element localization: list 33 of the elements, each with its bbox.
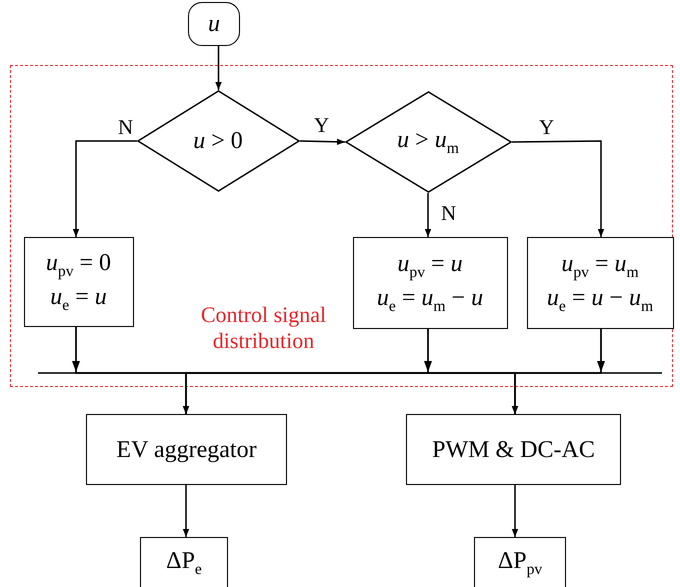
node-text: EV aggregator (116, 436, 257, 464)
arrow (512, 329, 602, 414)
process-box (526, 236, 674, 328)
arrow (72, 140, 137, 237)
node-text: ΔP$_{pv}$ (498, 547, 542, 580)
arrow (215, 46, 222, 90)
arrow (512, 140, 604, 237)
node-text: u$_{e}$ = u (50, 282, 107, 315)
process-box (352, 236, 508, 328)
node-text: u$_{e}$ = u − u$_{m}$ (546, 284, 654, 316)
dashed-region (10, 65, 673, 387)
process-box (86, 414, 287, 485)
process-box (24, 236, 134, 326)
process-box (474, 537, 566, 587)
node-text: u > u$_{m}$ (397, 126, 459, 158)
node-text: u (208, 10, 220, 39)
decision-diamond (344, 90, 512, 192)
decision-diamond (136, 90, 300, 192)
node-text: u$_{pv}$ = 0 (46, 249, 112, 282)
node-text: u > 0 (193, 126, 243, 156)
process-box (406, 414, 621, 485)
process-box (140, 537, 228, 587)
node-text: u$_{pv}$ = u$_{m}$ (561, 250, 639, 282)
arrow (182, 485, 190, 537)
node-text: PWM & DC-AC (432, 436, 595, 464)
arrow (512, 485, 518, 537)
arrow (424, 193, 432, 237)
node-text: u$_{e}$ = u$_{m}$ − u (376, 284, 484, 316)
node-text: ΔP$_{e}$ (166, 547, 202, 580)
terminal-box (188, 2, 240, 46)
node-text: u$_{pv}$ = u (397, 250, 463, 282)
region-label: Control signal distribution (200, 302, 328, 355)
arrow (300, 138, 346, 146)
